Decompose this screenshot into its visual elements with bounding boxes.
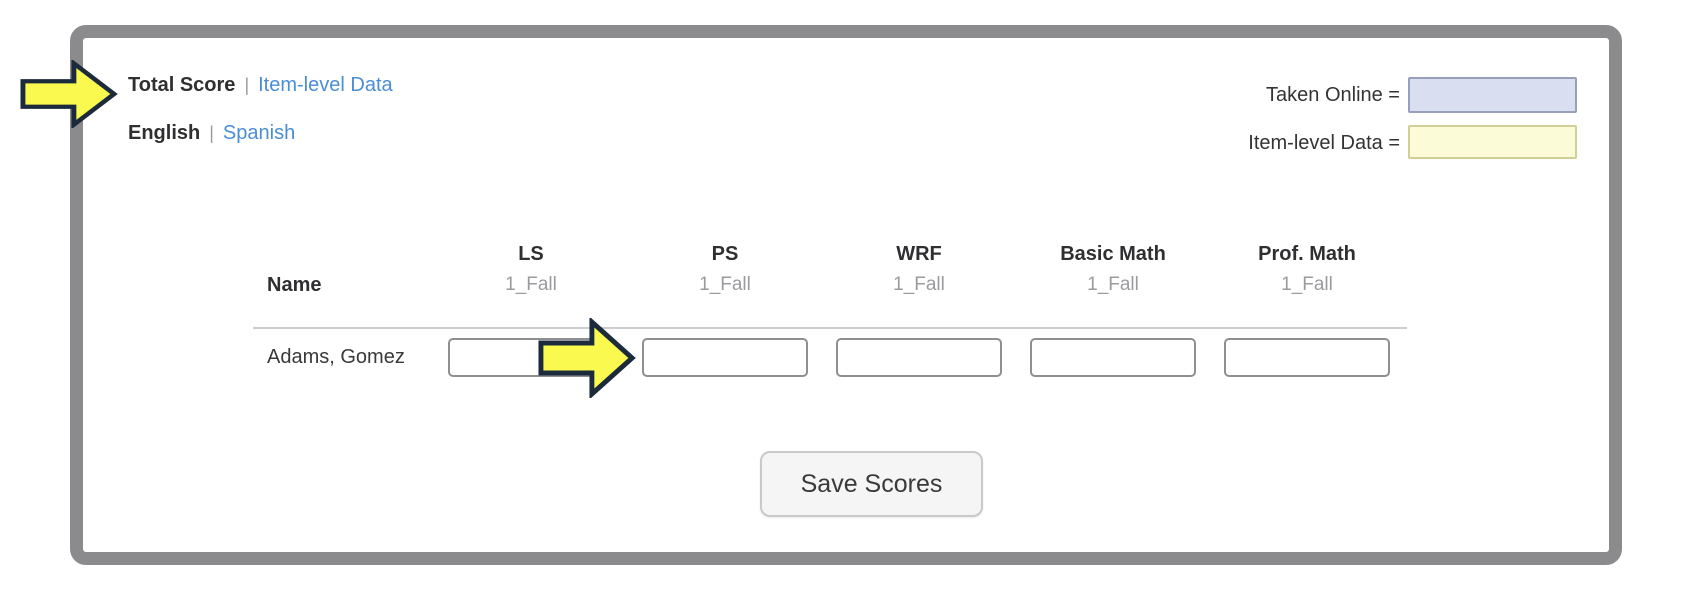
student-name: Adams, Gomez: [267, 346, 405, 368]
column-header-prof-math: Prof. Math: [1258, 243, 1356, 265]
column-subheader-period: 1_Fall: [505, 274, 557, 295]
column-subheader-period: 1_Fall: [1281, 274, 1333, 295]
score-input-ls[interactable]: [448, 338, 614, 377]
toggle-divider: |: [244, 75, 250, 95]
score-input-prof-math[interactable]: [1224, 338, 1390, 377]
tab-english: English: [128, 122, 201, 144]
score-input-basic-math[interactable]: [1030, 338, 1196, 377]
language-toggle: English | Spanish: [128, 122, 295, 145]
save-scores-button[interactable]: Save Scores: [760, 451, 983, 517]
table-header-rule: [253, 327, 1407, 329]
score-view-toggle: Total Score | Item-level Data: [128, 74, 393, 97]
spanish-link[interactable]: Spanish: [222, 122, 296, 144]
tab-total-score: Total Score: [128, 74, 236, 96]
item-level-data-link[interactable]: Item-level Data: [258, 74, 393, 96]
toggle-divider: |: [209, 123, 214, 143]
score-input-ps[interactable]: [642, 338, 808, 377]
legend-swatch-item-level-data: [1408, 125, 1577, 159]
legend-label-taken-online: Taken Online =: [1266, 84, 1400, 106]
column-subheader-period: 1_Fall: [1087, 274, 1139, 295]
column-header-wrf: WRF: [896, 243, 942, 265]
legend-label-item-level-data: Item-level Data =: [1248, 132, 1400, 154]
column-header-ls: LS: [518, 243, 544, 265]
score-entry-panel: Total Score | Item-level Data English | Span…: [70, 25, 1622, 565]
column-header-basic-math: Basic Math: [1060, 243, 1166, 265]
legend-swatch-taken-online: [1408, 77, 1577, 113]
score-input-wrf[interactable]: [836, 338, 1002, 377]
column-subheader-period: 1_Fall: [893, 274, 945, 295]
column-header-ps: PS: [711, 243, 739, 265]
column-subheader-period: 1_Fall: [699, 274, 751, 295]
name-column-header: Name: [267, 274, 322, 296]
